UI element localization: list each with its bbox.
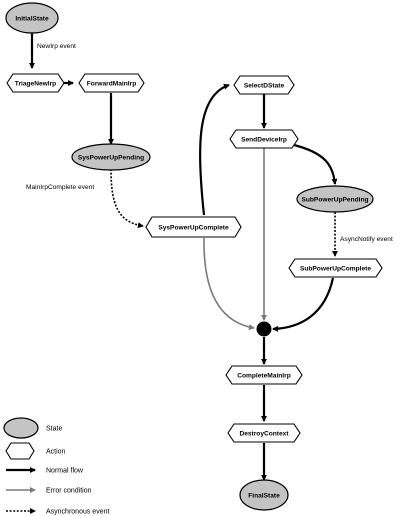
edge-senddeviceirp-to-subpending bbox=[293, 143, 338, 185]
event-asyncnotify: AsyncNotify event bbox=[340, 236, 393, 243]
event-mainirpcomplete: MainIrpComplete event bbox=[26, 184, 94, 191]
state-subpoweruppending-label: SubPowerUpPending bbox=[301, 197, 368, 204]
action-triagenewirp-label: TriageNewIrp bbox=[15, 81, 56, 88]
action-triagenewirp: TriageNewIrp bbox=[6, 73, 65, 93]
legend-normal-flow-label: Normal flow bbox=[46, 468, 84, 475]
action-destroycontext-label: DestroyContext bbox=[239, 431, 289, 438]
action-destroycontext: DestroyContext bbox=[227, 423, 301, 443]
state-finalstate-label: FinalState bbox=[248, 493, 280, 500]
legend-asynchronous-event: Asynchronous event bbox=[6, 508, 109, 516]
action-forwardmainirp-label: ForwardMainIrp bbox=[87, 81, 136, 88]
action-forwardmainirp: ForwardMainIrp bbox=[78, 73, 145, 93]
action-syspowerupcomplete-label: SysPowerUpComplete bbox=[158, 225, 229, 232]
action-syspowerupcomplete: SysPowerUpComplete bbox=[145, 216, 242, 238]
state-initialstate: InitialState bbox=[5, 2, 59, 34]
action-senddeviceirp-label: SendDeviceIrp bbox=[241, 137, 287, 144]
legend-action-label: Action bbox=[46, 449, 66, 456]
action-completemainirp-label: CompleteMainIrp bbox=[237, 373, 291, 380]
event-newirp: NewIrp event bbox=[37, 43, 76, 50]
action-senddeviceirp: SendDeviceIrp bbox=[229, 129, 299, 149]
legend-error-condition: Error condition bbox=[6, 487, 92, 495]
state-subpoweruppending: SubPowerUpPending bbox=[296, 185, 374, 213]
action-selectdstate-label: SelectDState bbox=[244, 83, 285, 90]
edge-syspending-to-syscomplete bbox=[110, 168, 144, 229]
action-completemainirp: CompleteMainIrp bbox=[225, 365, 303, 385]
edge-subcomplete-to-junction bbox=[272, 277, 335, 332]
legend-normal-flow: Normal flow bbox=[6, 467, 84, 475]
edge-syscomplete-to-selectdstate bbox=[198, 83, 230, 216]
edge-syscomplete-to-junction bbox=[203, 237, 255, 331]
state-initialstate-label: InitialState bbox=[15, 16, 49, 23]
legend-state: State bbox=[3, 417, 62, 439]
state-syspoweruppending: SysPowerUpPending bbox=[71, 143, 151, 171]
legend-error-condition-label: Error condition bbox=[46, 488, 92, 495]
state-finalstate: FinalState bbox=[239, 479, 289, 511]
legend-asynchronous-event-label: Asynchronous event bbox=[46, 509, 109, 516]
edges bbox=[29, 33, 338, 481]
legend-action-swatch bbox=[5, 442, 35, 460]
legend-state-swatch bbox=[3, 417, 39, 439]
legend-action: Action bbox=[5, 442, 66, 460]
action-subpowerupcomplete: SubPowerUpComplete bbox=[288, 258, 383, 278]
junction-node bbox=[256, 321, 272, 337]
legend: State Action Normal flow Error condition… bbox=[3, 417, 109, 516]
state-syspoweruppending-label: SysPowerUpPending bbox=[78, 155, 144, 162]
action-subpowerupcomplete-label: SubPowerUpComplete bbox=[300, 266, 371, 273]
legend-state-label: State bbox=[46, 426, 62, 433]
action-selectdstate: SelectDState bbox=[233, 75, 295, 95]
